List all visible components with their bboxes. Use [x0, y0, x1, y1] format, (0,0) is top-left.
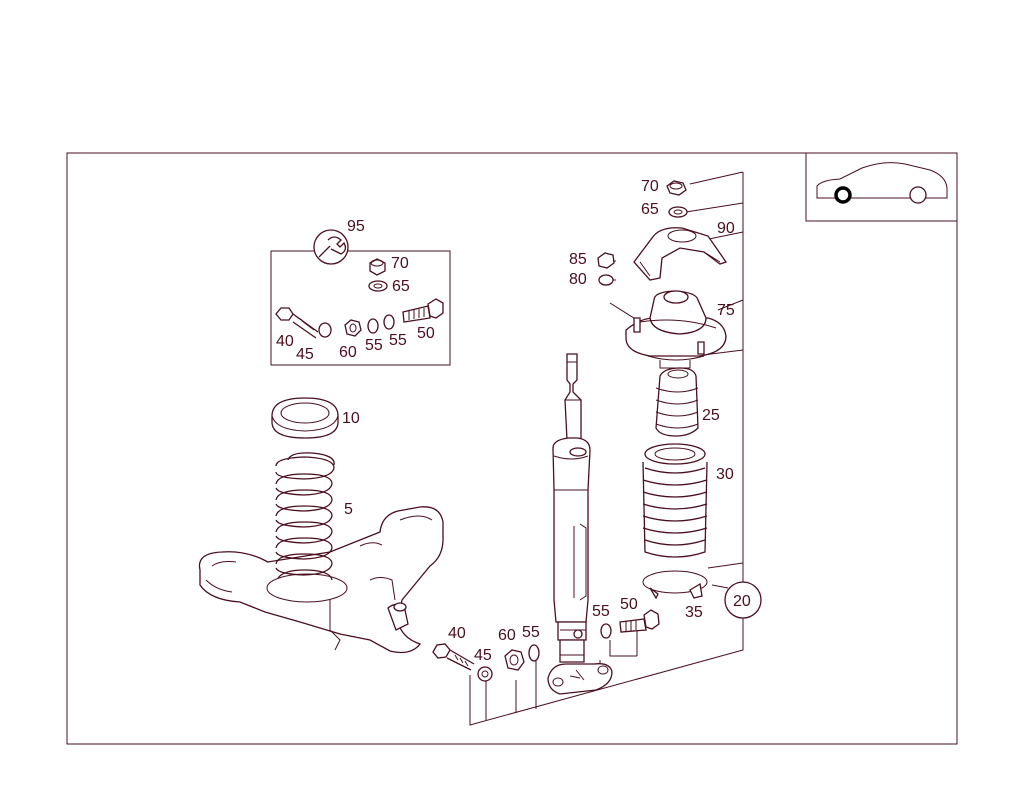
- bump-stop-25: [655, 367, 699, 437]
- strut-mount-75: [625, 290, 727, 369]
- label-25: 25: [702, 407, 720, 424]
- mounting-kit-box: [270, 229, 451, 366]
- vehicle-location-inset: [805, 152, 958, 222]
- label-50-kit: 50: [417, 325, 435, 342]
- label-40: 40: [448, 625, 466, 642]
- label-60: 60: [498, 627, 516, 644]
- kit-washer-65: [368, 280, 388, 292]
- lower-washer-45: [477, 666, 493, 682]
- lower-washer-55-left: [528, 644, 540, 662]
- hose-clamp-35: [642, 570, 708, 600]
- label-85: 85: [569, 251, 587, 268]
- label-60-kit: 60: [339, 344, 357, 361]
- kit-washer-55b: [383, 314, 395, 330]
- shock-absorber: [547, 353, 613, 695]
- lower-bolt-50: [619, 609, 660, 633]
- label-5: 5: [344, 501, 353, 518]
- label-45-kit: 45: [296, 346, 314, 363]
- spring-pad-10: [271, 397, 339, 439]
- lower-bolt-40: [432, 643, 475, 671]
- label-65: 65: [641, 201, 659, 218]
- label-45: 45: [474, 647, 492, 664]
- wrench-icon: [313, 229, 349, 265]
- label-70-kit: 70: [391, 255, 409, 272]
- lower-nut-60: [504, 649, 525, 671]
- kit-nut-70: [369, 258, 386, 276]
- callout-circle-20: [724, 581, 762, 619]
- label-30: 30: [716, 466, 734, 483]
- washer-80: [598, 274, 614, 286]
- kit-washer-45: [318, 322, 332, 338]
- dust-boot-30: [642, 443, 708, 558]
- nut-85: [597, 252, 615, 269]
- label-10: 10: [342, 410, 360, 427]
- label-55-left: 55: [522, 624, 540, 641]
- label-65-kit: 65: [392, 278, 410, 295]
- label-55-kit-a: 55: [365, 337, 383, 354]
- diagram-frame: [66, 152, 958, 745]
- label-55-kit-b: 55: [389, 332, 407, 349]
- part-labels: 95 70 65 40 45 60 55 55 50 10 5 70 65 90…: [276, 178, 751, 664]
- label-90: 90: [717, 220, 735, 237]
- label-55: 55: [592, 603, 610, 620]
- label-50: 50: [620, 596, 638, 613]
- label-70: 70: [641, 178, 659, 195]
- upper-washer-65: [668, 206, 688, 218]
- kit-bolt-50: [402, 298, 444, 323]
- label-40-kit: 40: [276, 333, 294, 350]
- label-35: 35: [685, 604, 703, 621]
- car-icon: [816, 162, 948, 204]
- label-75: 75: [717, 302, 735, 319]
- upper-nut-70: [666, 180, 687, 196]
- lower-control-arm: [198, 506, 444, 654]
- kit-washer-55a: [367, 318, 379, 334]
- label-95: 95: [347, 218, 365, 235]
- lower-washer-55-right: [600, 623, 612, 639]
- kit-nut-60: [344, 319, 362, 337]
- label-20: 20: [733, 593, 751, 610]
- label-80: 80: [569, 271, 587, 288]
- kit-bolt-40: [275, 307, 319, 339]
- support-bracket-90: [633, 227, 728, 281]
- coil-spring-5: [266, 452, 348, 603]
